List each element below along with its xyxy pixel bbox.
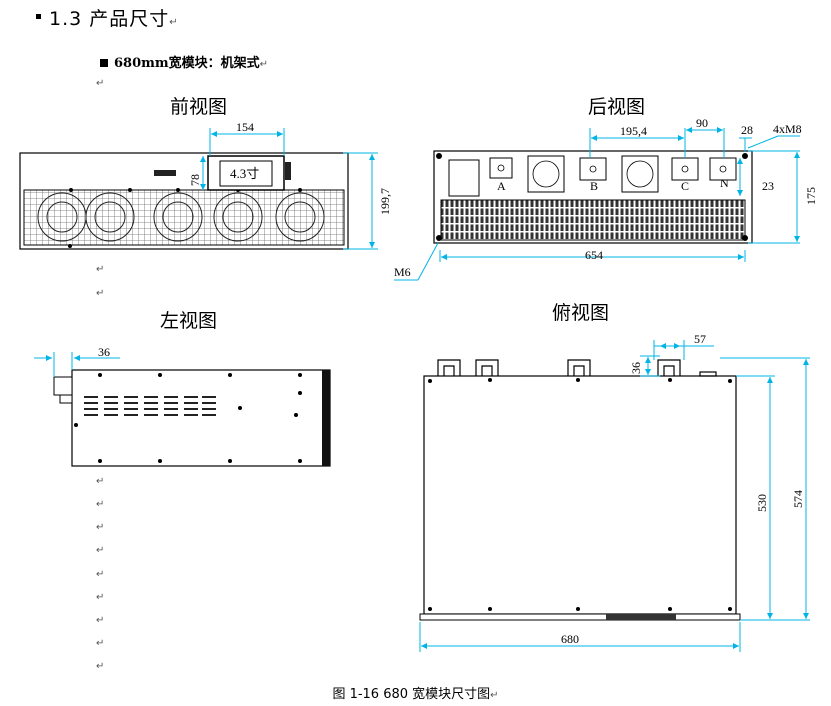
top-57-dimension: 57	[694, 332, 706, 346]
top-36-dimension: 36	[629, 362, 643, 374]
rear-view	[394, 127, 800, 281]
left-view	[34, 352, 331, 467]
paragraph-mark: ↵	[96, 264, 105, 275]
paragraph-mark: ↵	[96, 78, 105, 89]
left-view-title: 左视图	[160, 310, 218, 332]
rear-m6-dimension: M6	[394, 265, 411, 279]
paragraph-mark: ↵	[96, 638, 105, 649]
rear-23-dimension: 23	[762, 179, 774, 193]
top-574-dimension: 574	[791, 490, 805, 508]
square-bullet-icon	[100, 59, 108, 67]
top-530-dimension: 530	[755, 494, 769, 512]
paragraph-mark: ↵	[96, 522, 105, 533]
paragraph-mark: ↵	[259, 59, 269, 70]
left-36-dimension: 36	[98, 345, 110, 359]
paragraph-mark: ↵	[96, 476, 105, 487]
subheading-text: 680mm宽模块：机架式	[114, 56, 260, 71]
paragraph-mark: ↵	[96, 615, 105, 626]
paragraph-mark: ↵	[169, 17, 179, 28]
paragraph-mark: ↵	[96, 592, 105, 603]
paragraph-mark: ↵	[490, 690, 499, 701]
rear-654-dimension: 654	[585, 248, 603, 262]
top-view	[419, 340, 810, 652]
subheading: 680mm宽模块：机架式↵	[100, 52, 268, 71]
front-78-dimension: 78	[188, 174, 202, 186]
front-height-dimension: 199,7	[378, 188, 392, 215]
screen-size-label: 4.3寸	[230, 166, 259, 181]
paragraph-mark: ↵	[96, 569, 105, 580]
paragraph-mark: ↵	[96, 661, 105, 672]
rear-195-dimension: 195,4	[620, 124, 647, 138]
top-view-title: 俯视图	[552, 302, 610, 324]
rear-90-dimension: 90	[696, 116, 708, 130]
front-width-dimension: 154	[236, 120, 254, 134]
phase-c-label: C	[681, 179, 689, 193]
front-view-title: 前视图	[170, 96, 228, 118]
rear-4xm8-dimension: 4xM8	[773, 122, 802, 136]
rear-28-dimension: 28	[741, 123, 753, 137]
figure-caption: 图 1-16 680 宽模块尺寸图↵	[0, 683, 831, 702]
rear-175-dimension: 175	[804, 187, 818, 205]
phase-b-label: B	[590, 179, 598, 193]
paragraph-mark: ↵	[96, 499, 105, 510]
section-heading: 1.3 产品尺寸↵	[36, 4, 179, 31]
phase-n-label: N	[720, 176, 729, 190]
section-number: 1.3	[49, 8, 83, 30]
phase-a-label: A	[497, 179, 506, 193]
section-title: 产品尺寸	[89, 8, 170, 30]
paragraph-mark: ↵	[96, 288, 105, 299]
front-view	[19, 128, 378, 250]
top-680-dimension: 680	[561, 632, 579, 646]
bullet-icon	[36, 14, 41, 19]
paragraph-mark: ↵	[96, 545, 105, 556]
figure-caption-text: 图 1-16 680 宽模块尺寸图	[332, 687, 491, 702]
rear-view-title: 后视图	[588, 96, 646, 118]
